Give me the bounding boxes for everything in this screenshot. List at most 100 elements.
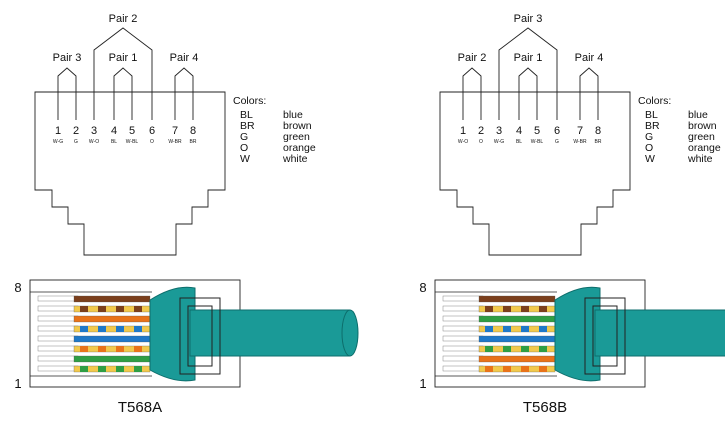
pin-number: 8 <box>190 125 196 137</box>
pair-label: Pair 3 <box>514 13 543 25</box>
contact-blade <box>442 305 484 312</box>
wire-stripe <box>134 326 142 332</box>
contact-blade <box>442 335 484 342</box>
wire-pin-6 <box>73 315 151 323</box>
wire-stripe <box>98 306 106 312</box>
contact-blade <box>37 315 79 322</box>
wire-stripe <box>521 326 529 332</box>
legend-code: G <box>645 131 653 143</box>
pin-8-label: 8 <box>14 280 21 295</box>
pin-number: 2 <box>73 125 79 137</box>
pin-number: 4 <box>516 125 522 137</box>
pin-color-code: W-G <box>53 139 63 145</box>
legend-name: blue <box>283 109 303 121</box>
pair-bracket <box>462 67 482 120</box>
contact-blade <box>37 325 79 332</box>
contact-blade <box>37 355 79 362</box>
wire-stripe <box>80 366 88 372</box>
pin-color-code: G <box>555 139 559 145</box>
legend-name: brown <box>283 120 312 132</box>
wire-pin-8 <box>478 295 556 303</box>
pair-label: Pair 1 <box>109 52 138 64</box>
legend-code: W <box>240 153 250 165</box>
standard-label: T568A <box>118 399 162 416</box>
contact-blade <box>37 305 79 312</box>
wire-stripe <box>539 306 547 312</box>
legend-title: Colors: <box>638 95 671 107</box>
pin-number: 5 <box>534 125 540 137</box>
legend-name: orange <box>688 142 721 154</box>
wire-stripe <box>116 366 124 372</box>
pin-number: 1 <box>55 125 61 137</box>
wire-stripe <box>485 306 493 312</box>
wire-pin-2 <box>478 355 556 363</box>
wire-stripe <box>503 306 511 312</box>
wire-stripe <box>134 346 142 352</box>
pair-bracket <box>174 67 194 120</box>
wire-stripe <box>80 306 88 312</box>
pin-color-code: W-BL <box>126 139 139 145</box>
wire-pin-4 <box>478 335 556 343</box>
contact-blade <box>37 365 79 372</box>
pin-color-code: O <box>479 139 483 145</box>
legend-code: W <box>645 153 655 165</box>
contact-blade <box>442 295 484 302</box>
pair-bracket <box>57 67 77 120</box>
contact-blade <box>37 335 79 342</box>
legend-code: G <box>240 131 248 143</box>
pin-color-code: BL <box>516 139 522 145</box>
pair-label: Pair 2 <box>458 52 487 64</box>
pin-number: 8 <box>595 125 601 137</box>
pin-color-code: W-BL <box>531 139 544 145</box>
pin-color-code: BR <box>190 139 197 145</box>
pin-number: 7 <box>172 125 178 137</box>
pin-1-label: 1 <box>14 376 21 391</box>
legend-name: blue <box>688 109 708 121</box>
cable-boot <box>554 286 601 382</box>
wire-stripe <box>503 326 511 332</box>
contact-blade <box>37 345 79 352</box>
wire-stripe <box>80 326 88 332</box>
wire-stripe <box>521 366 529 372</box>
jack-outline <box>439 91 631 256</box>
pair-label: Pair 4 <box>170 52 199 64</box>
latch-clip-outer <box>584 297 626 375</box>
legend-name: green <box>283 131 310 143</box>
pin-number: 6 <box>554 125 560 137</box>
pin-number: 7 <box>577 125 583 137</box>
pair-label: Pair 4 <box>575 52 604 64</box>
pin-8-label: 8 <box>419 280 426 295</box>
legend-name: green <box>688 131 715 143</box>
latch-clip-inner <box>187 305 213 367</box>
cable-jacket <box>594 309 725 357</box>
wire-stripe <box>116 306 124 312</box>
pin-color-code: BL <box>111 139 117 145</box>
wire-stripe <box>116 346 124 352</box>
wire-stripe <box>98 346 106 352</box>
contact-blade <box>442 315 484 322</box>
pin-color-code: W-G <box>494 139 504 145</box>
wire-pin-6 <box>478 315 556 323</box>
wire-pin-8 <box>73 295 151 303</box>
wire-pin-2 <box>73 355 151 363</box>
contact-blade <box>442 325 484 332</box>
wire-stripe <box>521 306 529 312</box>
pair-bracket <box>518 67 538 120</box>
cable-boot <box>149 286 196 382</box>
jack-outline <box>34 91 226 256</box>
pin-number: 3 <box>91 125 97 137</box>
wire-stripe <box>503 366 511 372</box>
legend-title: Colors: <box>233 95 266 107</box>
pin-color-code: BR <box>595 139 602 145</box>
legend-name: orange <box>283 142 316 154</box>
pin-color-code: W-BR <box>168 139 182 145</box>
pair-bracket <box>498 27 558 120</box>
pin-number: 3 <box>496 125 502 137</box>
pin-number: 5 <box>129 125 135 137</box>
wire-stripe <box>539 346 547 352</box>
